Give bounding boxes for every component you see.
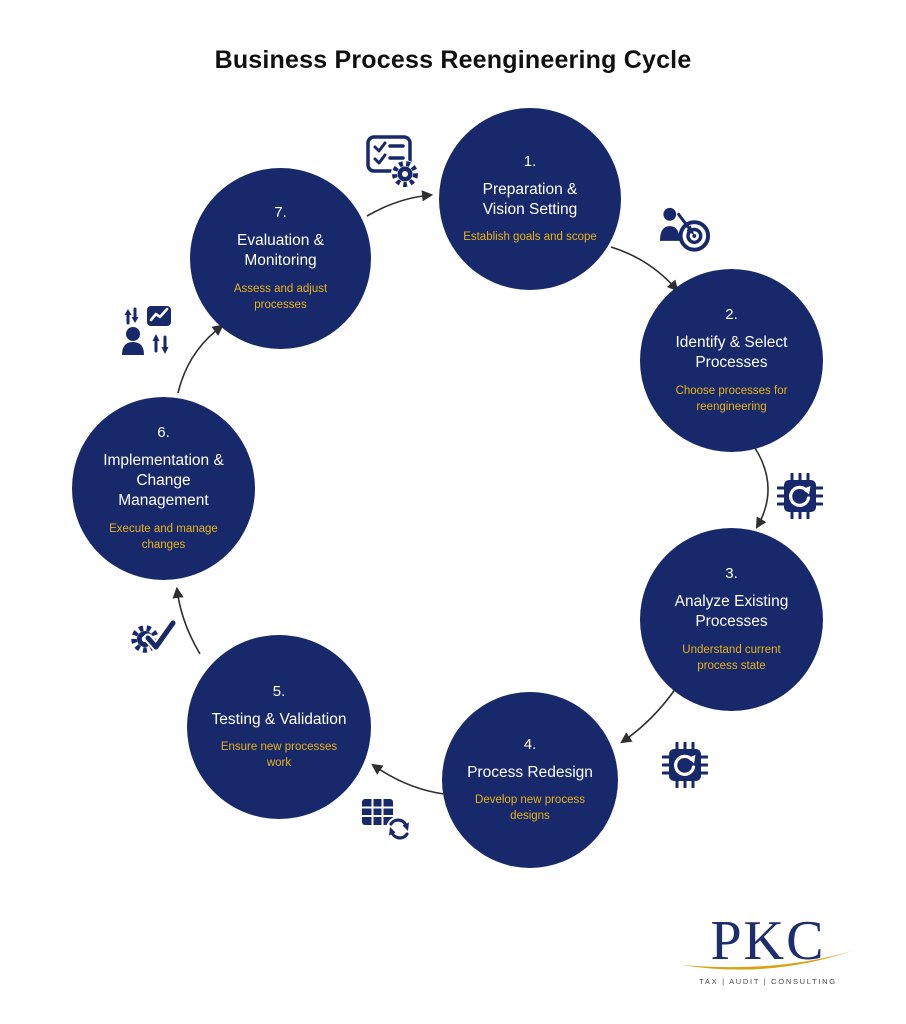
step-circle-1: 1. Preparation & Vision Setting Establis… — [439, 108, 621, 290]
monitor-checklist-gear-icon — [363, 132, 421, 188]
arrow-7-to-1 — [366, 190, 434, 217]
step-number: 4. — [523, 735, 537, 753]
step-title: Preparation & Vision Setting — [482, 180, 578, 218]
table-refresh-icon — [360, 793, 412, 841]
pkc-logo-swoosh — [682, 951, 852, 970]
step-circle-5: 5. Testing & Validation Ensure new proce… — [187, 635, 371, 819]
step-title: Identify & Select Processes — [675, 334, 788, 372]
step-subtitle: Execute and manage changes — [109, 522, 218, 551]
page-title: Business Process Reengineering Cycle — [214, 46, 692, 74]
step-number: 2. — [725, 306, 738, 324]
step-circle-6: 6. Implementation & Change Management Ex… — [72, 397, 255, 580]
step-subtitle: Establish goals and scope — [463, 231, 597, 244]
step-subtitle: Ensure new processes work — [220, 740, 338, 770]
step-title: Evaluation & Monitoring — [236, 232, 325, 270]
step-title: Analyze Existing Processes — [674, 593, 789, 631]
step-circle-7: 7. Evaluation & Monitoring Assess and ad… — [190, 168, 371, 349]
pkc-logo-text: PKC — [710, 910, 826, 972]
step-subtitle: Understand current process state — [682, 643, 781, 672]
step-subtitle: Assess and adjust processes — [233, 282, 328, 311]
step-number: 1. — [523, 152, 537, 170]
step-title: Testing & Validation — [211, 710, 347, 728]
step-circle-2: 2. Identify & Select Processes Choose pr… — [640, 269, 823, 452]
gear-check-icon — [128, 610, 176, 656]
step-number: 7. — [274, 204, 287, 222]
step-title: Process Redesign — [467, 763, 593, 781]
person-target-icon — [658, 205, 713, 257]
step-circle-3: 3. Analyze Existing Processes Understand… — [640, 528, 823, 711]
step-number: 3. — [725, 565, 738, 583]
step-title: Implementation & Change Management — [103, 452, 224, 510]
step-subtitle: Develop new process designs — [475, 793, 585, 823]
person-sync-icon — [120, 303, 176, 359]
chip-refresh-icon — [662, 742, 708, 788]
arrow-2-to-3 — [754, 447, 769, 529]
pkc-logo-tagline: TAX | AUDIT | CONSULTING — [699, 977, 837, 986]
arrow-5-to-6 — [172, 586, 201, 655]
step-circle-4: 4. Process Redesign Develop new process … — [442, 692, 618, 868]
chip-refresh-icon — [777, 473, 823, 519]
arrow-3-to-4 — [620, 687, 677, 744]
pkc-logo: PKC TAX | AUDIT | CONSULTING — [680, 913, 856, 986]
step-number: 5. — [272, 682, 286, 700]
step-subtitle: Choose processes for reengineering — [675, 384, 788, 413]
arrow-6-to-7 — [177, 324, 224, 394]
step-number: 6. — [157, 424, 170, 442]
arrow-4-to-5 — [371, 763, 445, 795]
